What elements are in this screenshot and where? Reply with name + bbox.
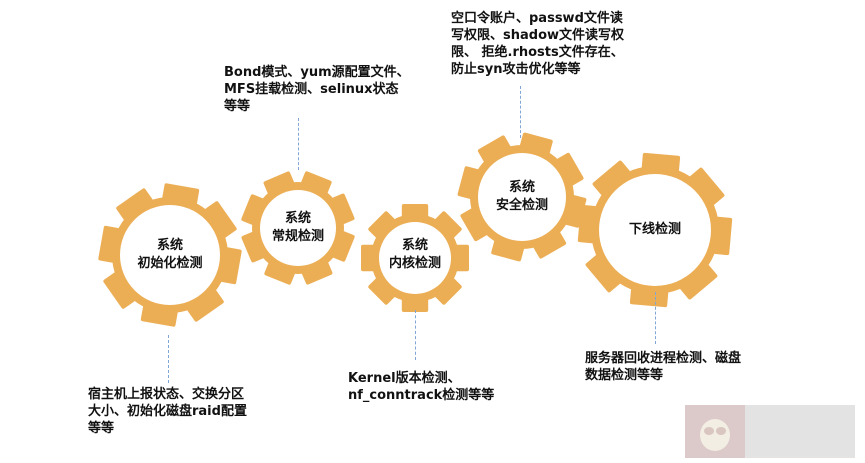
desc-kernel: Kernel版本检测、 nf_conntrack检测等等 bbox=[348, 370, 494, 404]
connector-4 bbox=[520, 86, 521, 138]
gear-tooth bbox=[263, 171, 295, 195]
gear-label-offline: 下线检测 bbox=[629, 221, 681, 239]
connector-3 bbox=[415, 310, 416, 360]
gear-label-kernel: 系统内核检测 bbox=[389, 237, 441, 273]
desc-routine: Bond模式、yum源配置文件、 MFS挂载检测、selinux状态 等等 bbox=[224, 64, 410, 115]
gear-tooth bbox=[368, 211, 396, 239]
gear-tooth bbox=[332, 231, 355, 262]
gear-center bbox=[120, 205, 220, 305]
desc-line: 服务器回收进程检测、磁盘 bbox=[585, 351, 742, 366]
gear-tooth bbox=[204, 201, 237, 238]
connector-1 bbox=[168, 335, 169, 383]
desc-line: MFS挂载检测、selinux状态 bbox=[224, 82, 399, 97]
gear-tooth bbox=[241, 231, 265, 263]
gear-title-line: 系统 bbox=[401, 238, 429, 253]
desc-line: 等等 bbox=[224, 99, 251, 114]
gear-tooth bbox=[680, 264, 718, 300]
gear-tooth bbox=[187, 289, 224, 322]
desc-line: 数据检测等等 bbox=[585, 368, 664, 383]
gear-title-line: 常规检测 bbox=[271, 229, 325, 244]
desc-offline: 服务器回收进程检测、磁盘 数据检测等等 bbox=[585, 350, 741, 384]
desc-line: Kernel版本检测、 bbox=[348, 371, 461, 386]
gear-init-icon bbox=[98, 183, 242, 327]
gear-tooth bbox=[477, 135, 511, 163]
monkey-face-icon bbox=[685, 405, 745, 458]
desc-line: 空口令账户、passwd文件读 bbox=[451, 11, 623, 26]
gear-center bbox=[260, 190, 336, 266]
desc-line: 宿主机上报状态、交换分区 bbox=[88, 387, 245, 402]
gear-tooth bbox=[264, 262, 295, 285]
gear-tooth bbox=[556, 152, 584, 186]
gear-title-line: 系统 bbox=[284, 211, 312, 226]
desc-line: 限、 拒绝.rhosts文件存在、 bbox=[451, 45, 624, 60]
gear-title-line: 初始化检测 bbox=[137, 256, 203, 271]
gear-tooth bbox=[533, 231, 567, 259]
gear-tooth bbox=[301, 261, 333, 285]
gear-tooth bbox=[368, 277, 396, 305]
gear-label-init: 系统初始化检测 bbox=[137, 237, 202, 273]
gear-security-icon bbox=[457, 132, 587, 262]
gear-tooth bbox=[434, 211, 462, 239]
gear-kernel-icon bbox=[361, 204, 469, 312]
desc-init: 宿主机上报状态、交换分区 大小、初始化磁盘raid配置 等等 bbox=[88, 386, 247, 437]
gear-title-line: 安全检测 bbox=[495, 198, 549, 213]
gear-title-line: 系统 bbox=[508, 180, 536, 195]
gear-tooth bbox=[241, 194, 264, 225]
gear-tooth bbox=[592, 160, 630, 196]
gear-offline-icon bbox=[577, 152, 733, 308]
gear-tooth bbox=[460, 208, 488, 242]
gear-label-security: 系统安全检测 bbox=[496, 179, 548, 215]
gear-center bbox=[599, 174, 711, 286]
desc-line: Bond模式、yum源配置文件、 bbox=[224, 65, 410, 80]
desc-line: nf_conntrack检测等等 bbox=[348, 388, 495, 403]
connector-5 bbox=[655, 292, 656, 344]
watermark-logo bbox=[685, 405, 855, 458]
gear-label-routine: 系统常规检测 bbox=[272, 210, 324, 246]
gear-tooth bbox=[689, 167, 725, 205]
desc-line: 防止syn攻击优化等等 bbox=[451, 62, 581, 77]
gear-tooth bbox=[301, 171, 332, 194]
connector-2 bbox=[298, 118, 299, 170]
desc-line: 大小、初始化磁盘raid配置 bbox=[88, 404, 247, 419]
gear-title-line: 下线检测 bbox=[628, 222, 682, 237]
gear-tooth bbox=[331, 193, 355, 225]
desc-line: 写权限、shadow文件读写权 bbox=[451, 28, 625, 43]
desc-line: 等等 bbox=[88, 421, 115, 436]
gear-tooth bbox=[116, 188, 153, 221]
gear-tooth bbox=[585, 255, 621, 293]
desc-security: 空口令账户、passwd文件读 写权限、shadow文件读写权 限、 拒绝.rh… bbox=[451, 10, 624, 78]
gear-routine-icon bbox=[241, 171, 355, 285]
gear-title-line: 系统 bbox=[156, 238, 184, 253]
gear-center bbox=[478, 153, 566, 241]
gear-tooth bbox=[434, 277, 462, 305]
gear-title-line: 内核检测 bbox=[388, 256, 442, 271]
gear-center bbox=[379, 222, 451, 294]
gear-tooth bbox=[103, 272, 136, 309]
